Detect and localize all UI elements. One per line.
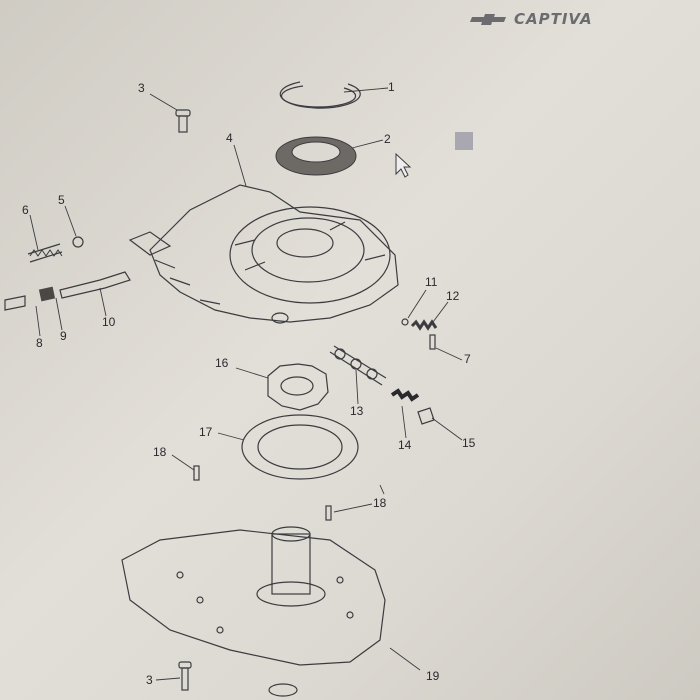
part-spring-14 <box>390 388 420 402</box>
callout-14: 14 <box>398 438 412 452</box>
part-o-ring <box>268 683 298 697</box>
part-left-spring <box>27 236 84 263</box>
part-inner-gear <box>267 363 329 411</box>
part-snap-ring <box>279 81 361 109</box>
callout-7: 7 <box>464 352 471 366</box>
callout-15: 15 <box>462 436 476 450</box>
callout-6: 6 <box>22 203 29 217</box>
callout-18: 18 <box>153 445 167 459</box>
callout-13: 13 <box>350 404 364 418</box>
callout-3: 3 <box>146 673 153 687</box>
chevrolet-bowtie-icon <box>470 14 506 25</box>
callout-11: 11 <box>425 275 438 289</box>
part-valve-shaft <box>329 345 387 386</box>
brand-name: CAPTIVA <box>514 10 593 28</box>
part-bolt-top <box>175 109 191 133</box>
callout-16: 16 <box>215 356 229 370</box>
callout-1: 1 <box>388 80 395 94</box>
part-left-valve <box>4 271 131 311</box>
callout-18: 18 <box>373 496 387 510</box>
callout-17: 17 <box>199 425 213 439</box>
part-pin-right <box>325 505 332 521</box>
callout-2: 2 <box>384 132 391 146</box>
callout-19: 19 <box>426 669 440 683</box>
part-base-plate <box>121 526 386 666</box>
part-outer-gear <box>241 414 359 480</box>
callout-12: 12 <box>446 289 460 303</box>
part-pump-body <box>128 184 399 324</box>
part-right-spring <box>401 318 438 350</box>
part-seal <box>275 136 357 176</box>
cursor-arrow-icon <box>395 152 412 178</box>
part-clip <box>417 407 435 425</box>
callout-5: 5 <box>58 193 65 207</box>
part-bolt-bottom <box>178 661 192 691</box>
brand-logo: CAPTIVA <box>470 10 593 28</box>
callout-10: 10 <box>102 315 116 329</box>
callout-9: 9 <box>60 329 67 343</box>
callout-3: 3 <box>138 81 145 95</box>
callout-4: 4 <box>226 131 233 145</box>
callout-8: 8 <box>36 336 43 350</box>
grey-marker-square <box>455 132 473 150</box>
leader-lines <box>29 87 463 681</box>
part-pin-left <box>193 465 200 481</box>
